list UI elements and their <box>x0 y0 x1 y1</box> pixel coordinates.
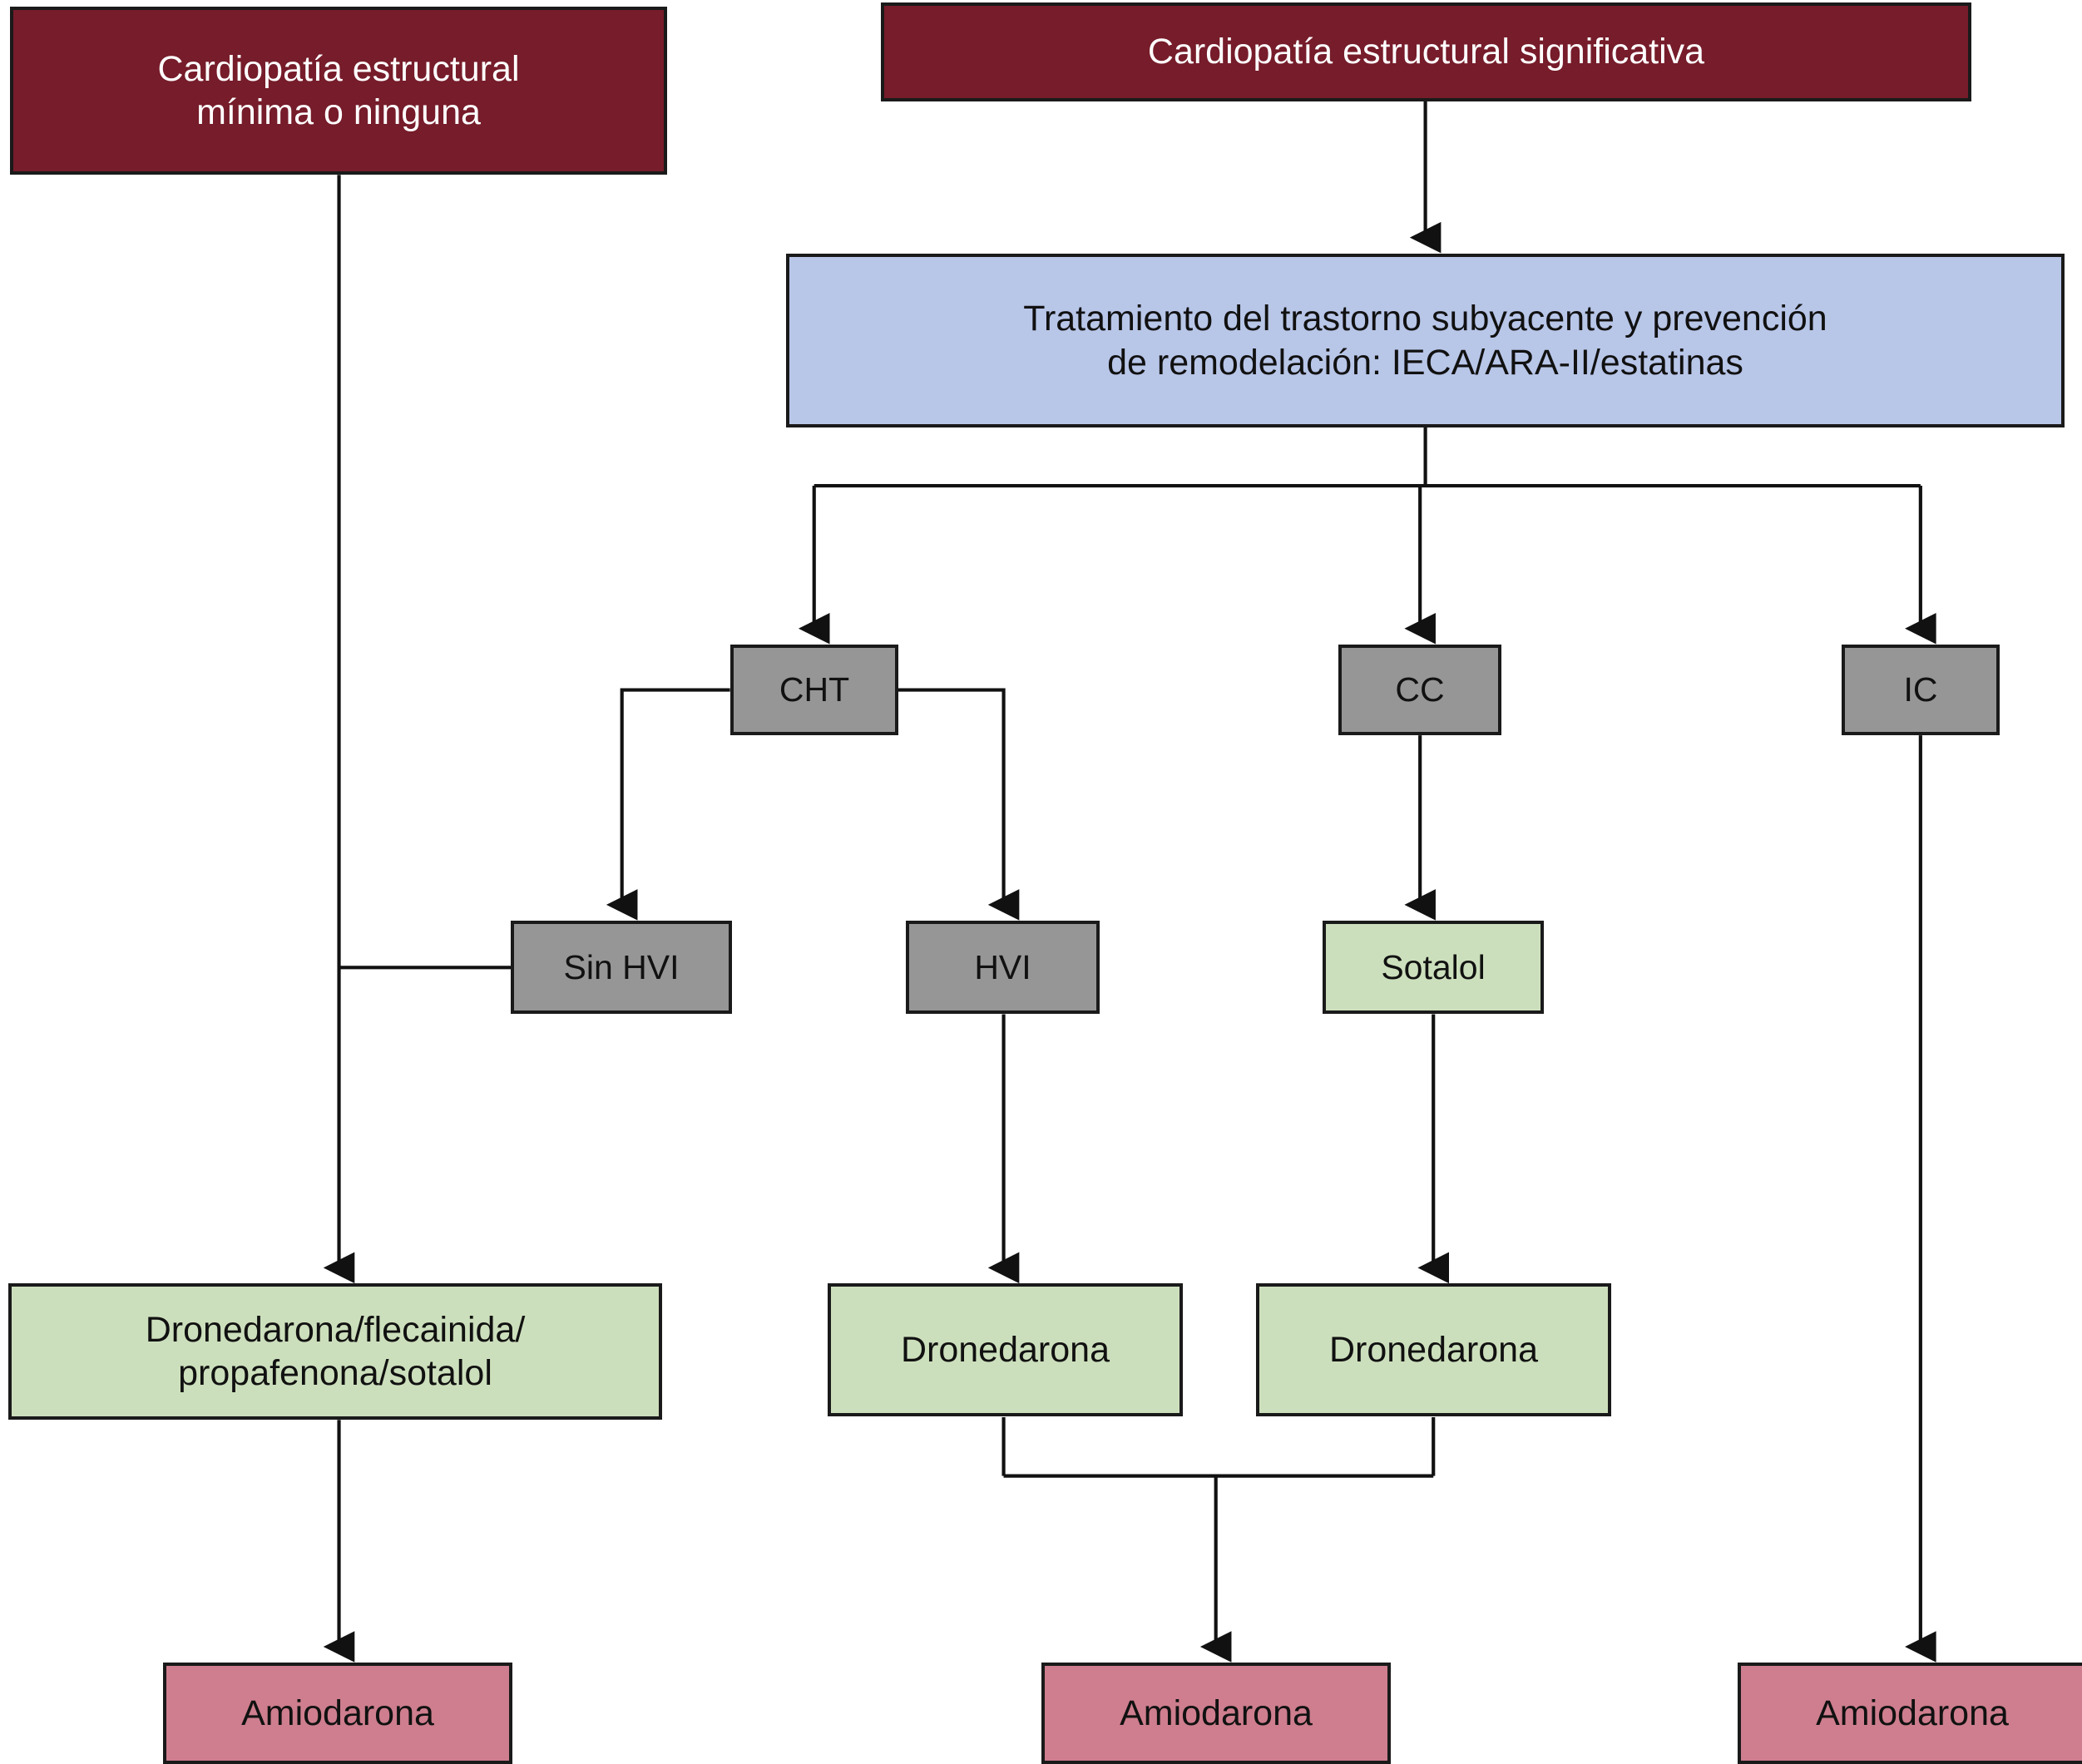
node-left-drugs[interactable]: Dronedarona/flecainida/ propafenona/sota… <box>8 1283 662 1420</box>
node-label: Amiodarona <box>241 1692 434 1733</box>
node-amiodarona-right[interactable]: Amiodarona <box>1738 1663 2082 1764</box>
node-label: CHT <box>779 670 850 709</box>
node-no-structural-disease[interactable]: Cardiopatía estructural mínima o ninguna <box>10 7 667 175</box>
node-label: Dronedarona <box>900 1329 1110 1370</box>
node-underlying-treatment[interactable]: Tratamiento del trastorno subyacente y p… <box>786 254 2065 427</box>
node-dronedarona-hvi[interactable]: Dronedarona <box>828 1283 1183 1416</box>
node-label: Sotalol <box>1381 947 1486 986</box>
node-ic[interactable]: IC <box>1842 645 2000 735</box>
node-amiodarona-left[interactable]: Amiodarona <box>163 1663 512 1764</box>
edge-cht-to-sin-hvi <box>606 688 730 921</box>
node-cht[interactable]: CHT <box>730 645 898 735</box>
node-label: HVI <box>974 947 1031 986</box>
node-significant-structural-disease[interactable]: Cardiopatía estructural significativa <box>881 2 1971 101</box>
node-label: Tratamiento del trastorno subyacente y p… <box>1023 299 1827 383</box>
node-label: Amiodarona <box>1816 1692 2009 1733</box>
node-sotalol[interactable]: Sotalol <box>1323 921 1544 1014</box>
node-amiodarona-center[interactable]: Amiodarona <box>1041 1663 1391 1764</box>
node-hvi[interactable]: HVI <box>906 921 1100 1014</box>
node-label: Dronedarona/flecainida/ propafenona/sota… <box>145 1309 526 1393</box>
node-label: Sin HVI <box>563 947 680 986</box>
node-label: Dronedarona <box>1328 1329 1538 1370</box>
edge-cht-to-hvi <box>898 688 1020 921</box>
node-label: Cardiopatía estructural significativa <box>1147 32 1705 72</box>
node-cc[interactable]: CC <box>1338 645 1501 735</box>
node-label: CC <box>1395 670 1445 709</box>
node-sin-hvi[interactable]: Sin HVI <box>511 921 732 1014</box>
node-label: IC <box>1903 670 1938 709</box>
node-dronedarona-cc[interactable]: Dronedarona <box>1256 1283 1611 1416</box>
node-label: Cardiopatía estructural mínima o ninguna <box>157 48 520 132</box>
node-label: Amiodarona <box>1120 1692 1313 1733</box>
